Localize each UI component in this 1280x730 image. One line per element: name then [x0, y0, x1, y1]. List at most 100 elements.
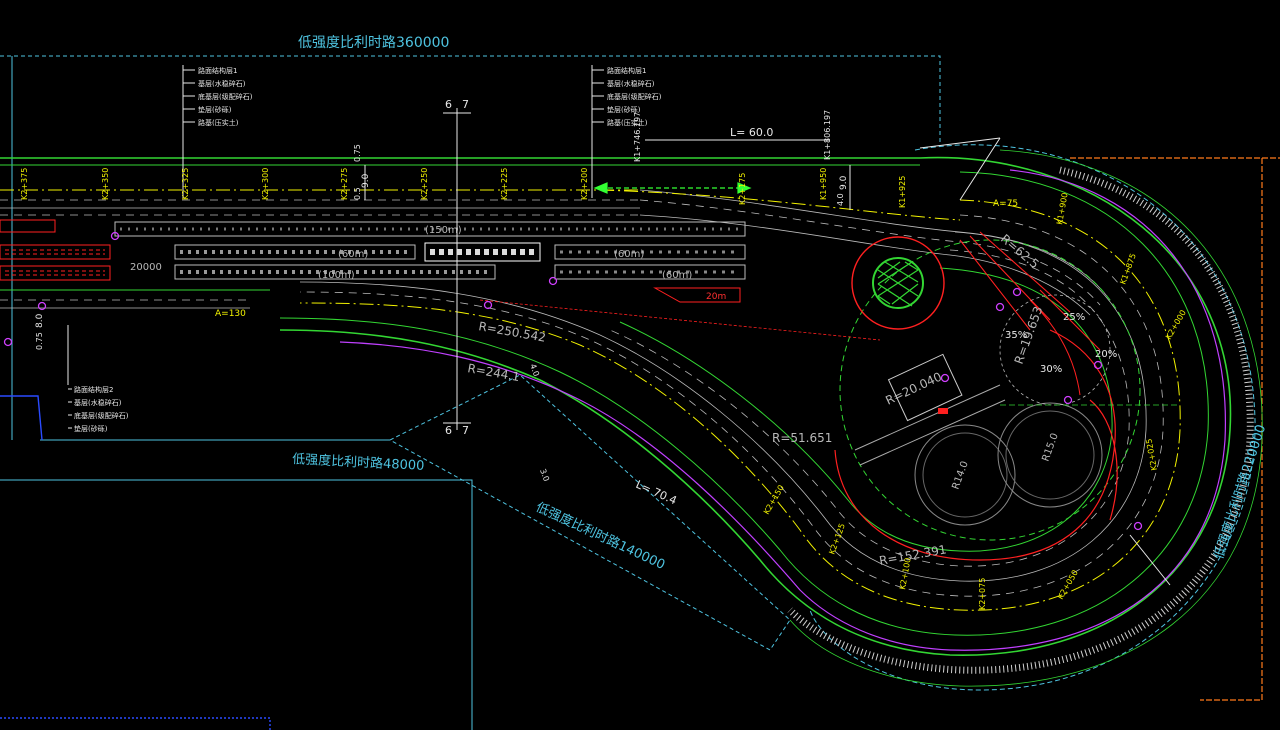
radius-label-244: R=244.1 [466, 361, 520, 384]
station-label: K1+925 [898, 176, 907, 208]
curve-param-a130: A=130 [215, 309, 246, 319]
loop-inner-edge [619, 267, 1113, 552]
station-label: K2+325 [181, 168, 190, 200]
inner-field [479, 231, 1180, 561]
length-label-60m-a: (60m) [338, 249, 368, 260]
radius-label-51: R=51.651 [772, 431, 832, 445]
radius-label-62: R=62.5 [998, 232, 1042, 272]
site-boundary-orange [1070, 157, 1280, 701]
boundary-right-circle [809, 144, 1256, 691]
station-label: K1+746.197 [633, 112, 642, 162]
top-branch-edge-1 [639, 189, 1111, 301]
ramp-diag-red [1029, 299, 1081, 396]
dim-label-05: 0.5 [353, 187, 362, 200]
blue-accents [0, 395, 271, 730]
red-block-1 [0, 219, 56, 233]
boundary-diag-box [388, 374, 791, 651]
station-label: K2+000 [1164, 309, 1188, 341]
top-branch [599, 189, 1111, 316]
legend-ticks-tm [592, 69, 604, 123]
strip-150m [114, 221, 746, 237]
length-label-60m-b: (60m) [614, 249, 644, 260]
skid-circle-r15 [997, 402, 1103, 508]
svg-text:路基(压实土): 路基(压实土) [607, 118, 648, 127]
boundary-top-dashed [0, 55, 941, 142]
zone-label-top: 低强度比利时路360000 [298, 35, 449, 51]
station-label: K2+225 [500, 168, 509, 200]
loop-magenta [339, 169, 1226, 651]
strip-block [424, 242, 541, 262]
legend-notes-top-mid: 路面结构层1 基层(水稳碎石) 底基层(级配碎石) 垫层(砂砾) 路基(压实土) [607, 66, 662, 127]
station-label: K2+375 [20, 168, 29, 200]
strip-60m-a [174, 244, 416, 260]
building-red-mark [938, 408, 948, 414]
legend-ticks-bl [68, 388, 72, 429]
strip-100m [174, 264, 496, 280]
length-label-70: L= 70.4 [634, 478, 679, 508]
red-dash-line [479, 299, 881, 341]
curve-param-a75: A=75 [993, 199, 1018, 209]
building-road [854, 384, 1006, 466]
planter-hatch [877, 261, 919, 307]
section-marker-6-bot: 6 [445, 424, 452, 437]
skid-circle-r14 [914, 424, 1016, 526]
length-label-60m-c: (60m) [662, 270, 692, 281]
red-ramps [959, 231, 1101, 351]
svg-text:路面结构层1: 路面结构层1 [607, 66, 646, 75]
dim-label-075b: 0.75 [35, 332, 44, 350]
station-label: K2+200 [580, 168, 589, 200]
top-branch-center [599, 189, 961, 221]
legend-notes-top-left: 路面结构层1 基层(水稳碎石) 底基层(级配碎石) 垫层(砂砾) 路基(压实土) [198, 66, 253, 127]
section-marker-7-top: 7 [462, 98, 469, 111]
length-label-150m: (150m) [425, 225, 462, 236]
facility-strips [114, 221, 746, 303]
station-label: K1+950 [819, 168, 828, 200]
value-label-20000: 20000 [130, 262, 162, 273]
station-label: K2+300 [261, 168, 270, 200]
legend-notes-bottom-left: 路面结构层2 基层(水稳碎石) 底基层(级配碎石) 垫层(砂砾) [74, 385, 129, 433]
boundary-lines [0, 55, 1256, 730]
svg-text:路基(压实土): 路基(压实土) [198, 118, 239, 127]
dim-label-40b: 4.0 [528, 363, 541, 378]
station-label: K2+050 [1056, 569, 1080, 601]
boundary-lower-left [0, 479, 473, 730]
main-road [0, 157, 920, 309]
dim-loop-right [1129, 534, 1171, 586]
green-arrow-dim [593, 182, 752, 194]
top-branch-edge-3 [639, 214, 1091, 316]
slope-label-20: 20% [1095, 349, 1117, 360]
svg-text:底基层(级配碎石): 底基层(级配碎石) [198, 92, 253, 101]
svg-text:垫层(砂砾): 垫层(砂砾) [607, 105, 641, 114]
station-label: K2+275 [340, 168, 349, 200]
skid-circle-r15-inner [1005, 410, 1095, 500]
station-dots [3, 231, 1143, 531]
svg-text:垫层(砂砾): 垫层(砂砾) [198, 105, 232, 114]
planter-circle-green [872, 257, 924, 309]
skid-circle-r14-inner [922, 432, 1008, 518]
station-label: K2+175 [738, 173, 747, 205]
dim-label-30: 3.0 [538, 468, 551, 483]
station-label: K1+806.197 [823, 110, 832, 160]
station-label: K2+250 [420, 168, 429, 200]
slope-label-25: 25% [1063, 312, 1085, 323]
red-block-2 [0, 244, 111, 260]
service-building [854, 353, 1006, 466]
svg-text:路面结构层1: 路面结构层1 [198, 66, 237, 75]
section-marker-6-top: 6 [445, 98, 452, 111]
loop-outer-edge-2 [279, 171, 1209, 636]
zone-label-mid: 低强度比利时路48000 [292, 451, 425, 474]
dim-label-40: 4.0 [836, 193, 845, 206]
svg-text:基层(水稳碎石): 基层(水稳碎石) [198, 79, 246, 88]
svg-text:底基层(级配碎石): 底基层(级配碎石) [74, 411, 129, 420]
strip-60m-b [554, 244, 746, 260]
loop-outer-edge [279, 156, 1232, 656]
leader-lines [67, 65, 1171, 586]
svg-text:基层(水稳碎石): 基层(水稳碎石) [607, 79, 655, 88]
length-label-20m: 20m [706, 292, 726, 302]
leader-top-right-2 [959, 137, 1001, 201]
dim-label-9b: 9.0 [839, 175, 849, 190]
loop-lane-3 [609, 249, 1130, 567]
loop-lane-2 [299, 231, 1147, 582]
station-label: K2+350 [101, 168, 110, 200]
